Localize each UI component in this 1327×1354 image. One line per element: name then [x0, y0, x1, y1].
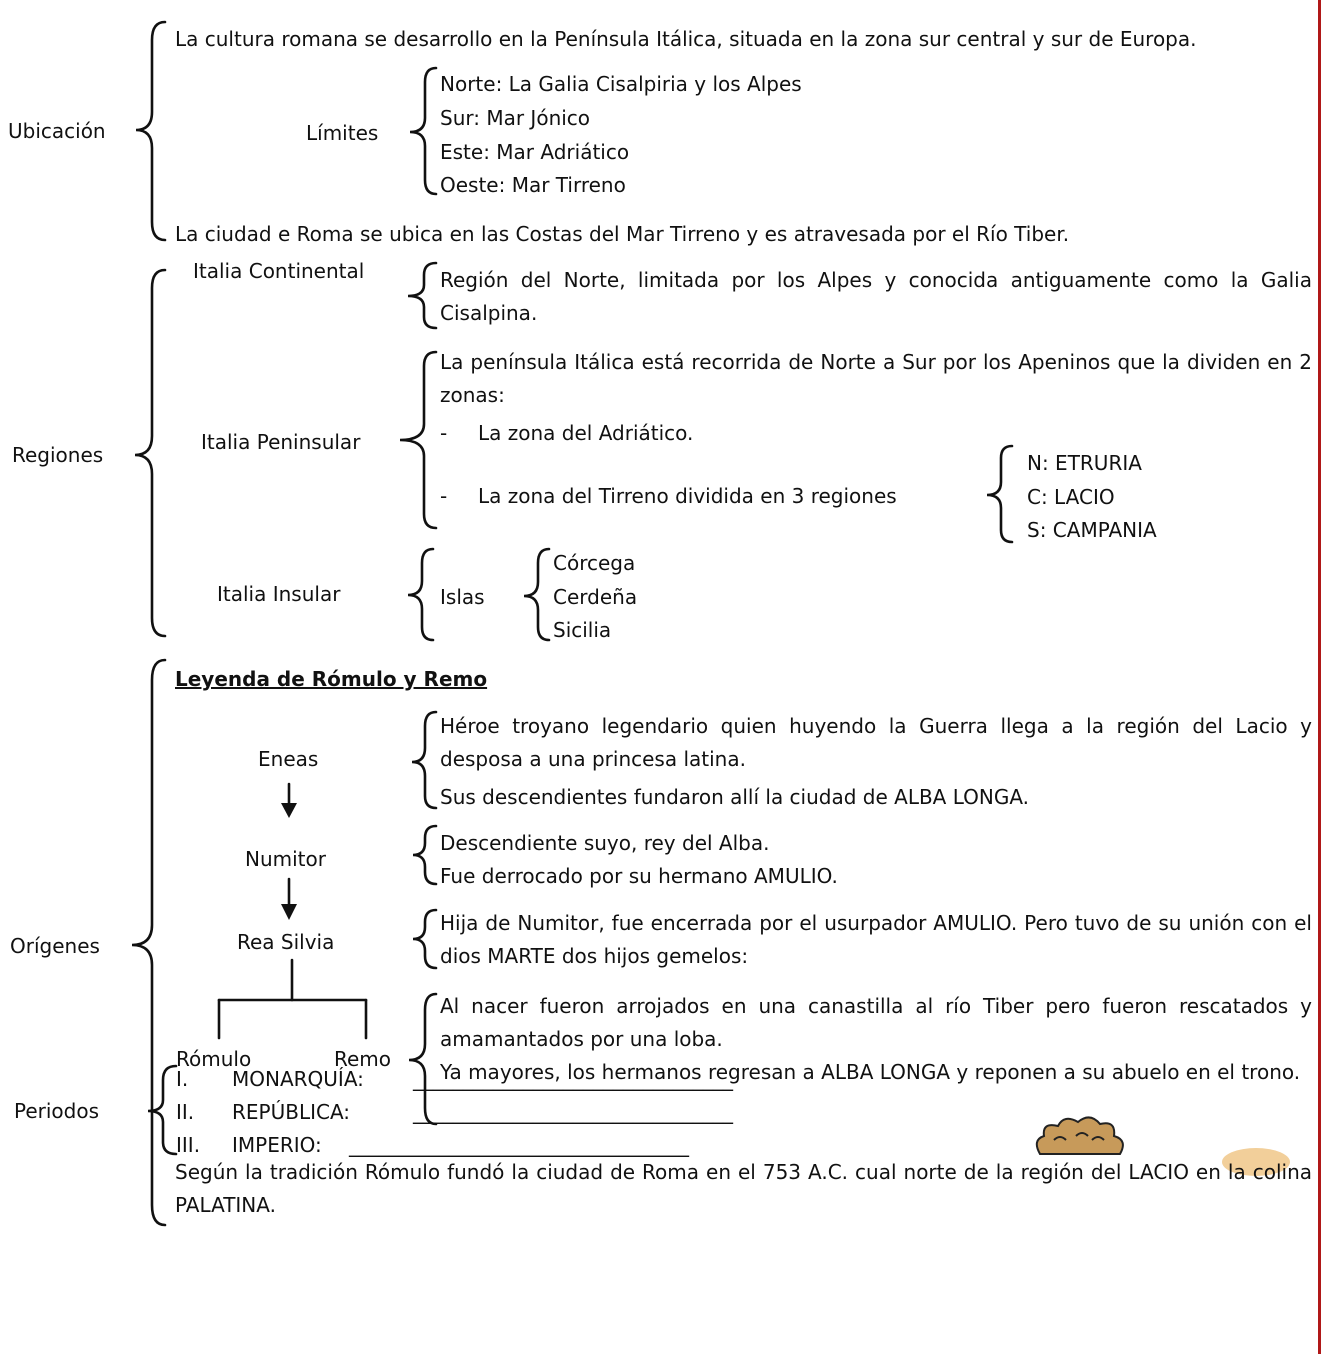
periodo-blank-1[interactable]: ________________________________: [413, 1067, 733, 1091]
cartoon-illustration: [1035, 1116, 1290, 1176]
brace-ubicacion: [135, 20, 167, 242]
brace-islas: [523, 547, 551, 642]
brace-numitor: [412, 824, 438, 886]
limite-este: Este: Mar Adriático: [440, 140, 630, 164]
numitor-text-2: Fue derrocado por su hermano AMULIO.: [440, 864, 838, 888]
tree-romulo: Rómulo: [176, 1047, 252, 1071]
periodo-num-1: I.: [176, 1067, 189, 1091]
subregion-lacio: C: LACIO: [1027, 485, 1115, 509]
gemelos-text-1: Al nacer fueron arrojados en una canasti…: [440, 994, 1312, 1051]
continental-label: Italia Continental: [193, 259, 365, 283]
periodo-name-2: REPÚBLICA:: [232, 1100, 351, 1124]
fundacion-text: Según la tradición Rómulo fundó la ciuda…: [175, 1160, 1312, 1217]
periodo-blank-2[interactable]: ________________________________: [413, 1100, 733, 1124]
leyenda-title: Leyenda de Rómulo y Remo: [175, 667, 488, 691]
subregion-campania: S: CAMPANIA: [1027, 518, 1157, 542]
rea-text: Hija de Numitor, fue encerrada por el us…: [440, 911, 1312, 968]
zona-adriatico: La zona del Adriático.: [478, 421, 694, 445]
ubicacion-intro: La cultura romana se desarrollo en la Pe…: [175, 27, 1197, 51]
arrow-head-numitor: [281, 904, 297, 920]
periodo-blank-3[interactable]: __________________________________: [349, 1133, 689, 1157]
brace-regiones: [134, 268, 167, 638]
tree-numitor: Numitor: [245, 847, 326, 871]
ubicacion-roma: La ciudad e Roma se ubica en las Costas …: [175, 222, 1070, 246]
brace-origenes: [131, 658, 167, 1227]
periodo-num-3: III.: [176, 1133, 201, 1157]
brace-gemelos: [408, 992, 438, 1126]
gemelos-text-2: Ya mayores, los hermanos regresan a ALBA…: [440, 1060, 1301, 1084]
brace-rea: [412, 908, 438, 970]
eneas-text: Héroe troyano legendario quien huyendo l…: [440, 714, 1312, 771]
page-border-line: [1318, 0, 1321, 1354]
brace-limites: [409, 66, 438, 196]
eneas-text-alba: Sus descendientes fundaron allí la ciuda…: [440, 785, 1030, 809]
periodo-name-3: IMPERIO:: [232, 1133, 322, 1157]
brace-periodos: [147, 1064, 178, 1156]
insular-label: Italia Insular: [217, 582, 341, 606]
brace-insular: [407, 547, 435, 642]
limite-oeste: Oeste: Mar Tirreno: [440, 173, 626, 197]
numitor-text-1: Descendiente suyo, rey del Alba.: [440, 831, 770, 855]
periodo-name-1: MONARQUÍA:: [232, 1067, 364, 1091]
isla-corcega: Córcega: [553, 551, 636, 575]
tree-eneas: Eneas: [258, 747, 319, 771]
islas-label: Islas: [440, 585, 485, 609]
section-label-origenes: Orígenes: [10, 934, 100, 958]
subregion-etruria: N: ETRURIA: [1027, 451, 1142, 475]
limites-label: Límites: [306, 121, 379, 145]
peninsular-label: Italia Peninsular: [201, 430, 361, 454]
isla-sicilia: Sicilia: [553, 618, 612, 642]
zona-tirreno: La zona del Tirreno dividida en 3 region…: [478, 484, 897, 508]
limite-norte: Norte: La Galia Cisalpiria y los Alpes: [440, 72, 802, 96]
zona-dash-2: -: [440, 484, 448, 508]
section-label-ubicacion: Ubicación: [8, 119, 106, 143]
brace-subregiones: [986, 444, 1014, 544]
section-label-periodos: Periodos: [14, 1099, 100, 1123]
brace-peninsular: [399, 350, 438, 530]
brace-eneas: [411, 710, 438, 810]
section-label-regiones: Regiones: [12, 443, 104, 467]
zona-dash-1: -: [440, 421, 448, 445]
continental-text: Región del Norte, limitada por los Alpes…: [440, 268, 1312, 325]
isla-cerdena: Cerdeña: [553, 585, 638, 609]
arrow-head-eneas: [281, 803, 297, 818]
tree-remo: Remo: [334, 1047, 392, 1071]
periodo-num-2: II.: [176, 1100, 195, 1124]
brace-continental: [407, 261, 438, 330]
limite-sur: Sur: Mar Jónico: [440, 106, 591, 130]
tree-rea-silvia: Rea Silvia: [237, 930, 335, 954]
peninsular-text: La península Itálica está recorrida de N…: [440, 350, 1312, 407]
